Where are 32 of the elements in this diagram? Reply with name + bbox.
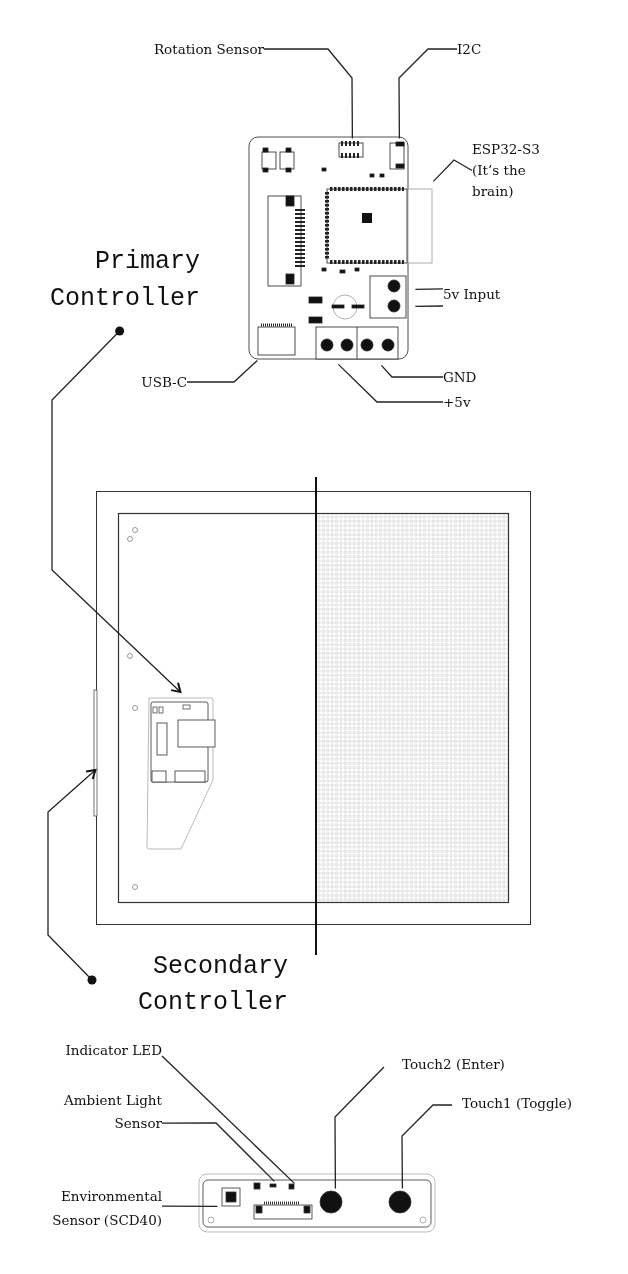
leader-line [380,364,444,378]
callout-label: I2C [457,40,483,59]
callout-label: Ambient Light Sensor [64,1091,162,1133]
arrow [51,326,182,693]
leader-line [414,288,444,291]
leader-line [161,1055,296,1185]
callout-label: Environmental Sensor (SCD40) [51,1187,162,1230]
callout-label: Touch1 (Toggle) [462,1094,574,1113]
leader-line [161,1205,219,1208]
callout-label: ESP32-S3 (It’s the brain) [472,140,541,201]
leader-line [401,1104,453,1190]
callout-label: Rotation Sensor [152,40,264,59]
leader-line [398,48,458,140]
leader-line [161,1122,276,1183]
pcb-drawing [248,136,433,360]
callout-label: Touch2 (Enter) [402,1055,506,1074]
enclosure-drawing [93,476,531,956]
leader-line [414,305,444,308]
leader-line [334,1066,385,1190]
callout-label: Indicator LED [64,1041,162,1060]
leader-line [186,359,259,383]
arrow [47,769,97,985]
callout-label: +5v [443,393,472,412]
board-title: Secondary Controller [136,951,288,1019]
callout-label: GND [443,368,478,387]
leader-line [337,363,444,403]
callout-label: USB-C [140,373,187,392]
leader-line [432,159,473,183]
sensor-board-drawing [198,1173,436,1233]
board-title: Primary Controller [48,246,200,315]
leader-line [263,48,354,140]
callout-label: 5v Input [443,285,502,304]
